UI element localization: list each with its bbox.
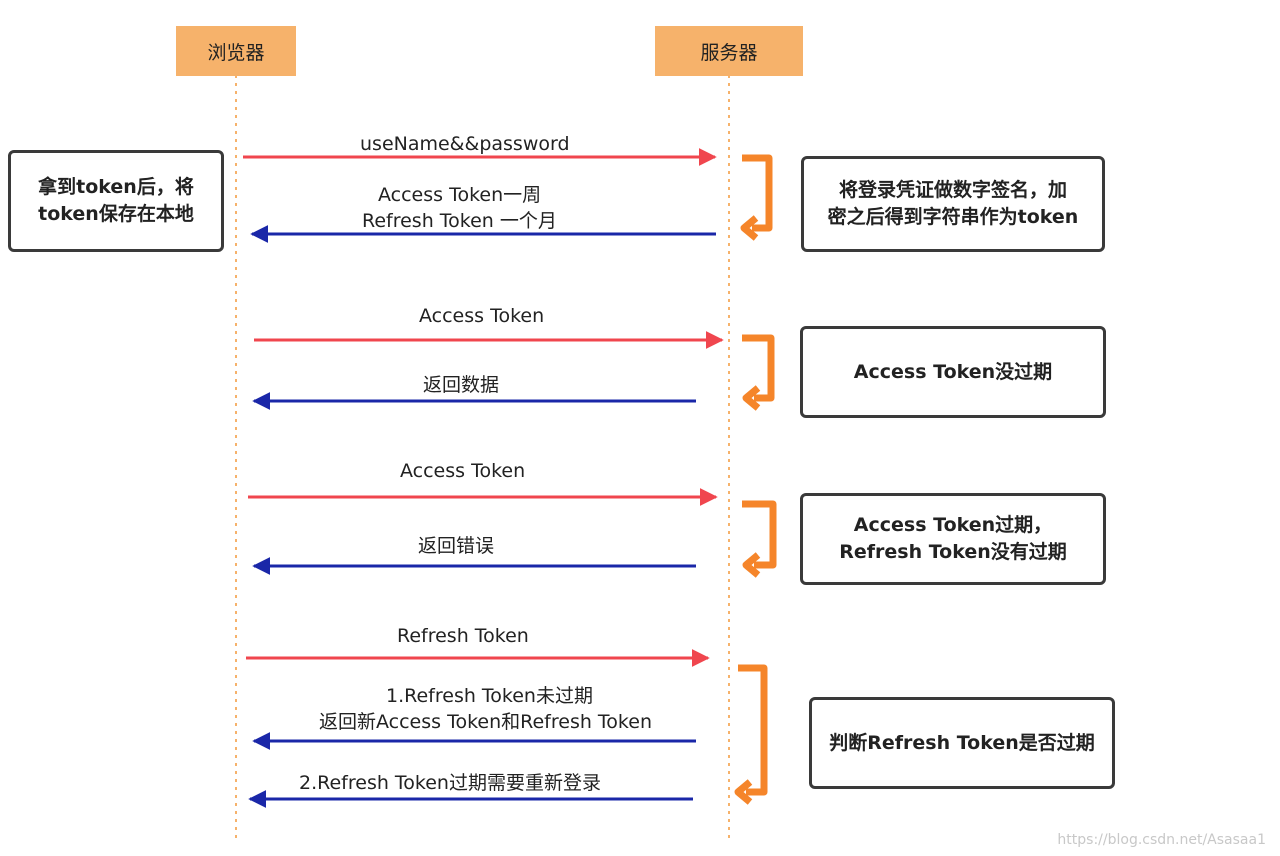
note-access-expired: Access Token过期， Refresh Token没有过期 <box>800 493 1106 585</box>
message-label-m2-line2: Refresh Token 一个月 <box>362 210 557 232</box>
note-line: Access Token没过期 <box>853 360 1053 383</box>
note-access-valid: Access Token没过期 <box>800 326 1106 418</box>
self-loop-bracket-4 <box>734 664 768 805</box>
note-line: Access Token过期， <box>853 514 1053 536</box>
watermark: https://blog.csdn.net/Asasaa1 <box>1057 832 1266 848</box>
actor-browser: 浏览器 <box>176 26 296 76</box>
note-refresh-check: 判断Refresh Token是否过期 <box>809 697 1115 789</box>
note-line: Refresh Token没有过期 <box>839 541 1067 563</box>
message-label-m7: Refresh Token <box>397 625 529 647</box>
note-line: 将登录凭证做数字签名，加 <box>838 179 1067 201</box>
note-sign-token: 将登录凭证做数字签名，加 密之后得到字符串作为token <box>801 156 1105 252</box>
message-label-m3: Access Token <box>419 305 545 327</box>
message-label-m1: useName&&password <box>360 133 570 155</box>
note-line: 拿到token后，将 <box>38 176 194 198</box>
message-label-m8-line1: 1.Refresh Token未过期 <box>386 685 593 707</box>
message-label-m5: Access Token <box>400 460 526 482</box>
message-label-m4: 返回数据 <box>423 374 500 396</box>
note-line: 判断Refresh Token是否过期 <box>829 731 1095 754</box>
message-label-m2-line1: Access Token一周 <box>378 184 542 206</box>
note-line: token保存在本地 <box>38 203 194 225</box>
actor-server: 服务器 <box>655 26 803 76</box>
self-loop-bracket-2 <box>742 334 775 411</box>
message-label-m8-line2: 返回新Access Token和Refresh Token <box>319 711 652 733</box>
note-line: 密之后得到字符串作为token <box>827 206 1079 228</box>
message-label-m6: 返回错误 <box>418 535 495 557</box>
note-browser-store-token: 拿到token后，将 token保存在本地 <box>8 150 224 252</box>
message-label-m9: 2.Refresh Token过期需要重新登录 <box>299 772 601 794</box>
self-loop-bracket-3 <box>742 500 777 578</box>
self-loop-bracket-1 <box>740 154 773 241</box>
